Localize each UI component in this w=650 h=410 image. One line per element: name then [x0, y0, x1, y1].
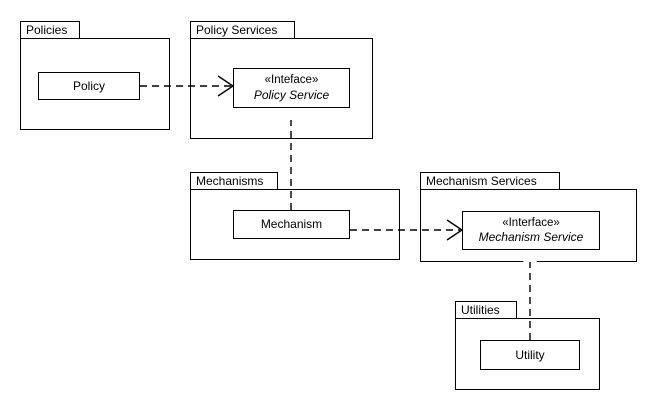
package-tab-mechanisms[interactable]: Mechanisms [190, 172, 278, 190]
class-node-policy[interactable]: Policy [38, 72, 140, 100]
stereotype-policy-service: «Inteface» [264, 74, 319, 87]
package-label-mechanisms: Mechanisms [196, 174, 264, 188]
interface-node-policy-service[interactable]: «Inteface» Policy Service [233, 68, 350, 108]
package-label-utilities: Utilities [461, 303, 500, 317]
class-node-mechanism[interactable]: Mechanism [233, 210, 350, 239]
class-node-utility[interactable]: Utility [480, 340, 580, 370]
package-label-policies: Policies [26, 23, 68, 37]
class-name-policy: Policy [72, 78, 105, 93]
package-tab-policies[interactable]: Policies [20, 21, 80, 39]
class-name-mechanism: Mechanism [260, 217, 323, 231]
package-label-mechanism-services: Mechanism Services [426, 174, 537, 188]
interface-name-mechanism-service: Mechanism Service [478, 230, 584, 245]
stereotype-mechanism-service: «Interface» [502, 216, 560, 229]
interface-name-policy-service: Policy Service [253, 87, 330, 102]
interface-node-mechanism-service[interactable]: «Interface» Mechanism Service [462, 211, 600, 250]
package-tab-mechanism-services[interactable]: Mechanism Services [420, 172, 560, 190]
package-tab-utilities[interactable]: Utilities [455, 301, 517, 319]
package-label-policy-services: Policy Services [196, 23, 278, 37]
package-tab-policy-services[interactable]: Policy Services [190, 21, 295, 39]
class-name-utility: Utility [515, 347, 545, 362]
